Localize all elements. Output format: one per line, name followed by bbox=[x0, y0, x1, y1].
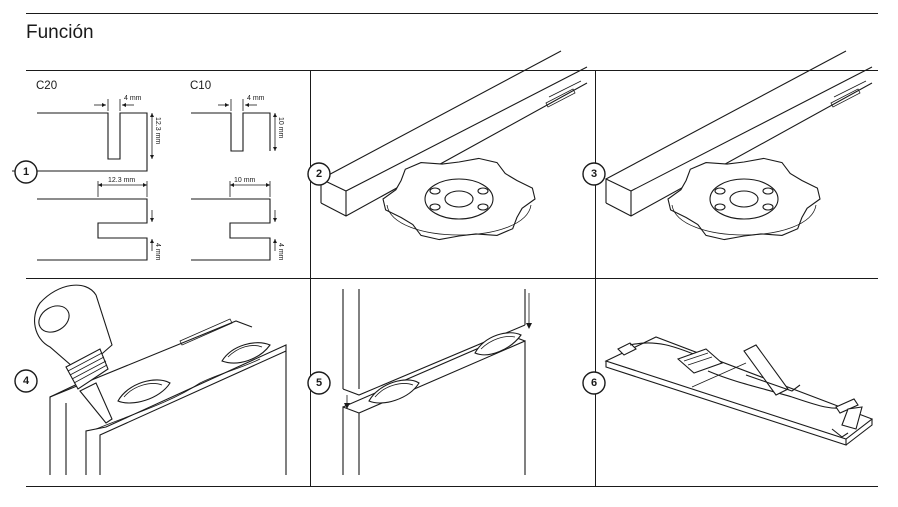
step-badge-4: 4 bbox=[14, 369, 38, 393]
top-rule bbox=[26, 13, 878, 14]
glue-bottle-illustration bbox=[34, 284, 113, 424]
upper-board-illustration bbox=[342, 289, 526, 396]
svg-text:6: 6 bbox=[591, 377, 597, 389]
c10-biscuit-width-label: 10 mm bbox=[234, 177, 256, 184]
grid-middle-rule bbox=[26, 278, 878, 279]
biscuit-illustration bbox=[95, 342, 271, 430]
grid-divider-left bbox=[310, 70, 311, 487]
panel-step-4-glue: 4 bbox=[0, 279, 310, 486]
step-badge-3: 3 bbox=[582, 162, 606, 186]
svg-text:2: 2 bbox=[316, 168, 322, 180]
c20-biscuit-width-label: 12.3 mm bbox=[108, 177, 135, 184]
panel-step-2-cutter: 2 bbox=[307, 50, 595, 278]
c20-slot-profile bbox=[12, 112, 148, 172]
c20-slot-depth-label: 12.3 mm bbox=[154, 117, 161, 144]
svg-text:4: 4 bbox=[23, 375, 30, 387]
c10-label: C10 bbox=[190, 80, 211, 92]
board-illustration bbox=[49, 318, 287, 475]
board-illustration bbox=[605, 50, 873, 217]
c20-label: C20 bbox=[36, 80, 57, 92]
connector-fitting-illustration bbox=[617, 342, 863, 438]
biscuit-illustration bbox=[368, 332, 522, 404]
c20-slot-width-label: 4 mm bbox=[124, 95, 142, 102]
grid-top-rule bbox=[26, 70, 878, 71]
c10-biscuit-profile bbox=[191, 198, 271, 261]
c20-biscuit-profile bbox=[37, 198, 148, 261]
c10-slot-profile bbox=[191, 112, 271, 152]
svg-text:1: 1 bbox=[23, 166, 29, 178]
step-badge-6: 6 bbox=[582, 371, 606, 395]
step-badge-2: 2 bbox=[307, 162, 331, 186]
step-badge-1: 1 bbox=[14, 160, 38, 184]
panel-step-6-fitting: 6 bbox=[582, 279, 878, 486]
c10-slot-depth-label: 10 mm bbox=[277, 117, 284, 139]
cutter-blade-illustration bbox=[667, 157, 821, 241]
c10-biscuit-thickness-label: 4 mm bbox=[277, 243, 284, 261]
board-illustration bbox=[604, 336, 874, 446]
c20-biscuit-thickness-label: 4 mm bbox=[154, 243, 161, 261]
c10-slot-width-label: 4 mm bbox=[247, 95, 265, 102]
svg-text:5: 5 bbox=[316, 377, 322, 389]
svg-text:3: 3 bbox=[591, 168, 597, 180]
panel-step-3-cutter: 3 bbox=[582, 50, 878, 278]
grid-bottom-rule bbox=[26, 486, 878, 487]
board-illustration bbox=[320, 50, 588, 217]
panel-step-1-dimensions: C20 4 mm 12.3 mm 12.3 mm 4 mm C10 4 mm 1… bbox=[0, 71, 310, 278]
page-title: Función bbox=[26, 22, 94, 43]
lower-board-illustration bbox=[342, 334, 526, 475]
panel-step-5-join: 5 bbox=[307, 279, 595, 486]
cutter-blade-illustration bbox=[382, 157, 536, 241]
arrow-illustration bbox=[344, 293, 532, 409]
step-badge-5: 5 bbox=[307, 371, 331, 395]
grid-divider-right bbox=[595, 70, 596, 487]
